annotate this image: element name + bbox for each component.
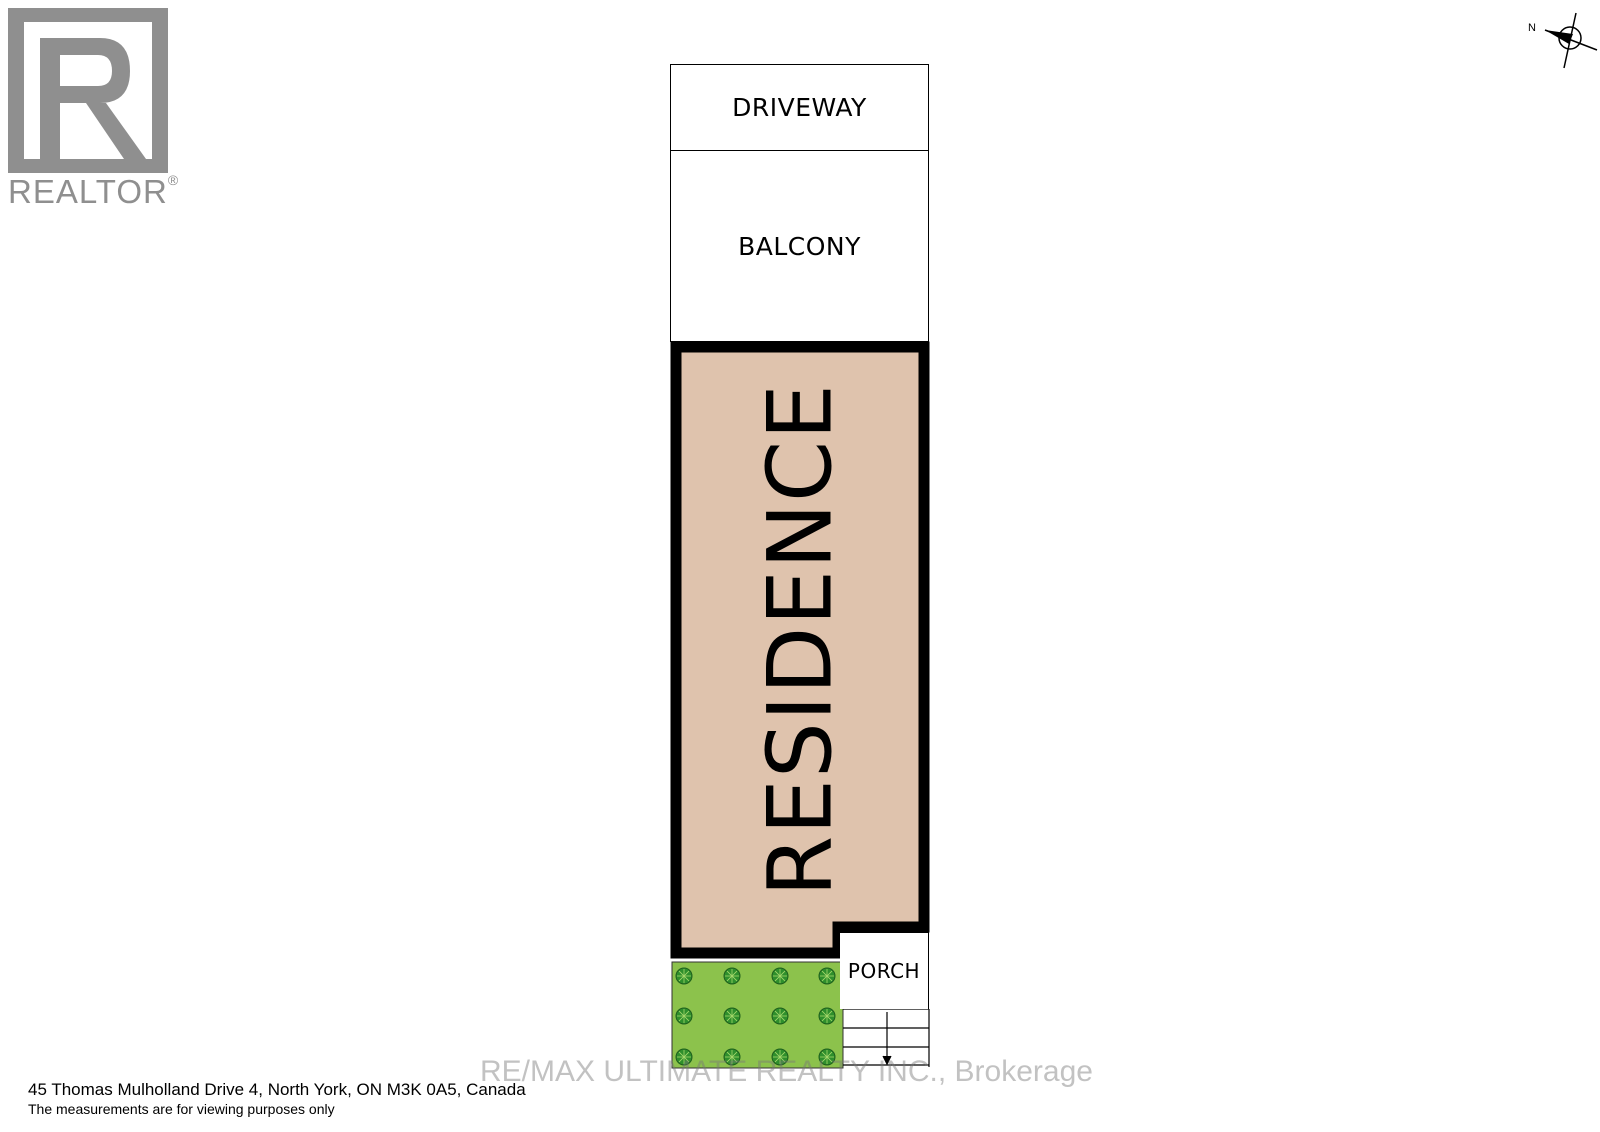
shrub-detail xyxy=(774,1051,786,1063)
realtor-logo-text: REALTOR® xyxy=(8,172,180,210)
brokerage-watermark: RE/MAX ULTIMATE REALTY INC., Brokerage xyxy=(480,1055,1093,1088)
shrub-detail xyxy=(774,1010,786,1022)
shrub-detail xyxy=(774,970,786,982)
registered-mark: ® xyxy=(167,172,180,188)
driveway-area: DRIVEWAY xyxy=(670,64,929,151)
residence-label: RESIDENCE xyxy=(748,383,852,897)
shrub-detail xyxy=(726,970,738,982)
north-compass-icon: N xyxy=(1528,12,1598,69)
driveway-label: DRIVEWAY xyxy=(732,93,867,122)
porch-label: PORCH xyxy=(847,959,921,983)
shrub-detail xyxy=(678,970,690,982)
realtor-logo-icon xyxy=(8,8,168,173)
shrub-detail xyxy=(726,1051,738,1063)
shrub-group xyxy=(675,967,836,1066)
property-address: 45 Thomas Mulholland Drive 4, North York… xyxy=(28,1080,526,1099)
shrub-detail xyxy=(726,1010,738,1022)
porch-area: PORCH xyxy=(840,932,929,1009)
garden-area xyxy=(671,961,844,1069)
balcony-area: BALCONY xyxy=(670,150,929,342)
residence-area xyxy=(670,341,930,959)
shrub-detail xyxy=(678,1051,690,1063)
shrub-detail xyxy=(678,1010,690,1022)
measurement-note: The measurements are for viewing purpose… xyxy=(28,1101,335,1117)
shrub-detail xyxy=(821,970,833,982)
balcony-label: BALCONY xyxy=(738,231,861,261)
porch-stairs xyxy=(843,1008,930,1067)
shrub-detail xyxy=(821,1051,833,1063)
shrub-detail xyxy=(821,1010,833,1022)
compass-north-label: N xyxy=(1528,22,1536,34)
